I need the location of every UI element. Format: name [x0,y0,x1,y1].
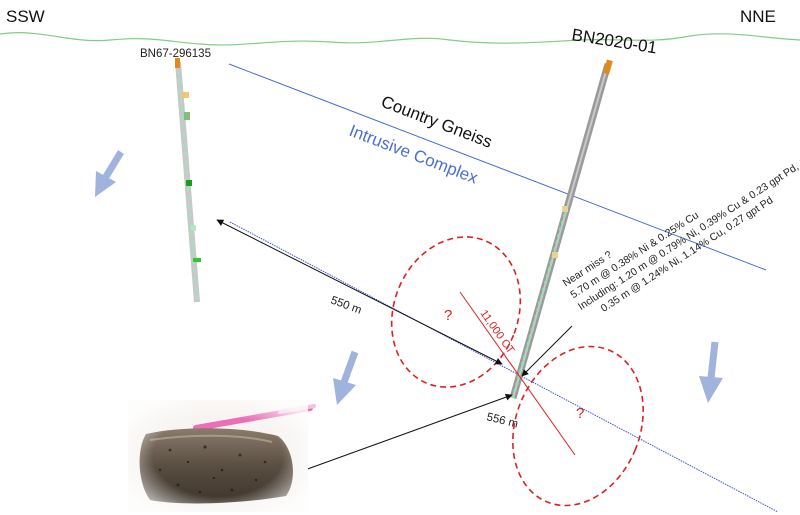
target-ellipse-lower [512,345,644,507]
direction-label-left: SSW [6,7,45,26]
topography-line [0,32,800,46]
conductor-label: 11,000 CT [478,308,517,357]
conductor-trend-line [459,291,576,456]
intercept-line-3: Including: 1.20 m @ 0.79% Ni, 0.39% Cu &… [576,156,800,313]
core-pointer-arrow [301,393,513,472]
drill-hole-right [509,59,613,399]
flow-arrow-icon [699,341,723,403]
drill-hole-left [175,58,201,303]
direction-label-right: NNE [740,7,776,26]
target-ellipse-upper [390,236,522,388]
drill-hole-right-id: BN2020-01 [570,25,658,57]
distance-arrow-550 [216,219,503,365]
contact-line [228,63,767,271]
projected-trace-line [229,221,779,513]
flow-arrow-icon [333,350,359,405]
flow-arrow-icon [95,150,124,197]
target-question-lower: ? [576,405,584,422]
distance-label-550: 550 m [329,295,363,317]
target-question-upper: ? [444,307,452,324]
distance-label-556: 556 m [485,411,519,430]
intercept-pointer-arrow [521,325,573,377]
drill-hole-left-id: BN67-296135 [140,48,211,60]
drill-core-photo [128,400,316,512]
